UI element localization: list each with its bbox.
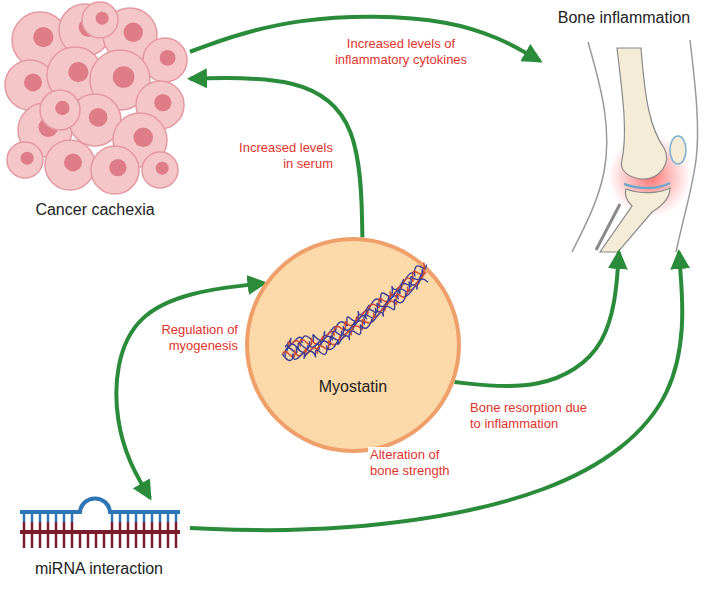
rna-base <box>71 534 74 548</box>
node-label: Cancer cachexia <box>35 200 154 219</box>
circle-shape <box>245 237 461 453</box>
cancer-cell <box>18 103 72 157</box>
rna-base <box>23 514 26 522</box>
protein-ribbon <box>288 262 425 347</box>
protein-ribbon <box>287 270 423 351</box>
rna-base <box>23 534 26 548</box>
rna-base <box>143 514 146 522</box>
cancer-cell <box>7 142 43 178</box>
rna-base <box>31 514 34 522</box>
rna-base <box>47 522 50 530</box>
circle-node: Myostatin <box>245 237 461 453</box>
protein-ribbon <box>282 279 428 361</box>
rna-base <box>39 522 42 530</box>
rna-base <box>127 514 130 522</box>
rna-base <box>31 534 34 548</box>
rna-base <box>47 534 50 548</box>
illustrated-node: Bone inflammation <box>540 4 708 252</box>
rna-base <box>71 522 74 530</box>
cancer-cell <box>59 4 111 56</box>
cancer-cell <box>5 60 55 110</box>
edge-label: Regulation of myogenesis <box>152 322 240 353</box>
rna-base <box>103 534 106 548</box>
rna-base <box>47 514 50 522</box>
knee-illustration <box>572 40 698 252</box>
arrow-connector <box>190 78 362 237</box>
rna-base <box>95 534 98 548</box>
rna-base <box>119 522 122 530</box>
cancer-cell <box>45 140 95 190</box>
rna-base <box>111 522 114 530</box>
cancer-cell <box>90 50 150 110</box>
rna-base <box>135 534 138 548</box>
rna-base <box>143 522 146 530</box>
node-label: Myostatin <box>319 377 387 396</box>
rna-base <box>151 522 154 530</box>
cancer-cell <box>91 146 139 194</box>
rna-base <box>127 522 130 530</box>
cancer-cell <box>143 38 187 82</box>
rna-base <box>87 534 90 548</box>
rna-base <box>159 514 162 522</box>
rna-base <box>111 514 114 522</box>
protein-ribbon <box>285 275 423 356</box>
cancer-cell <box>40 90 80 130</box>
rna-base <box>55 534 58 548</box>
rna-base <box>39 514 42 522</box>
illustrated-node: miRNA interaction <box>8 498 190 586</box>
edge-label: Increased levels in serum <box>229 140 335 171</box>
cancer-cell <box>103 8 157 62</box>
arrow-connector <box>454 252 618 386</box>
cancer-cell <box>69 94 121 146</box>
rna-base <box>159 522 162 530</box>
rna-base <box>119 514 122 522</box>
rna-base <box>71 514 74 522</box>
rna-base <box>151 514 154 522</box>
cancer-cell <box>136 81 184 129</box>
cancer-cell <box>113 113 167 167</box>
rna-base <box>119 534 122 548</box>
arrow-connector <box>116 283 264 498</box>
rna-base <box>167 522 170 530</box>
protein-ribbon <box>283 272 426 357</box>
mirna-illustration <box>20 499 180 549</box>
cancer-cell <box>12 12 68 68</box>
illustrated-node: Cancer cachexia <box>0 0 190 225</box>
rna-base <box>175 514 178 522</box>
node-label: miRNA interaction <box>35 559 163 578</box>
rna-base <box>135 522 138 530</box>
rna-base <box>127 534 130 548</box>
edge-label: Alteration of bone strength <box>368 447 464 478</box>
rna-base <box>79 534 82 548</box>
protein-ribbon <box>285 265 427 347</box>
rna-base <box>151 534 154 548</box>
edge-label: Bone resorption due to inflammation <box>468 400 590 431</box>
rna-base <box>167 514 170 522</box>
rna-base <box>111 534 114 548</box>
rna-base <box>31 522 34 530</box>
rna-base <box>175 534 178 548</box>
rna-base <box>63 534 66 548</box>
rna-base <box>167 534 170 548</box>
rna-base <box>143 534 146 548</box>
rna-base <box>55 514 58 522</box>
cancer-cells <box>5 2 187 194</box>
rna-base <box>63 514 66 522</box>
cancer-cell <box>142 152 178 188</box>
rna-base <box>55 522 58 530</box>
rna-base <box>135 514 138 522</box>
cancer-cell <box>82 2 118 38</box>
rna-base <box>63 522 66 530</box>
cancer-cell <box>47 47 103 103</box>
rna-base <box>175 522 178 530</box>
edge-label: Increased levels of inflammatory cytokin… <box>325 36 477 67</box>
rna-base <box>159 534 162 548</box>
rna-base <box>39 534 42 548</box>
rna-base <box>23 522 26 530</box>
node-label: Bone inflammation <box>558 8 691 27</box>
